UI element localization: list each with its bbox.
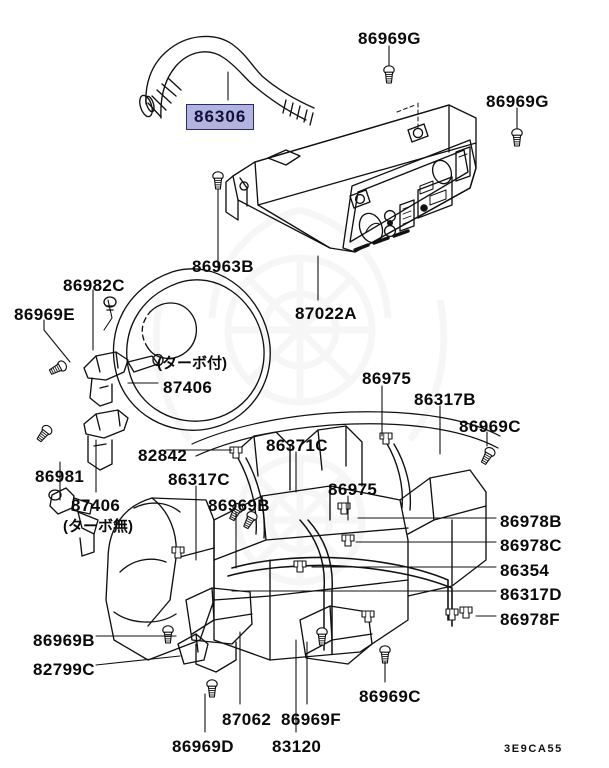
- part-number-label[interactable]: 82799C: [33, 660, 95, 679]
- part-number-label[interactable]: 87406: [71, 496, 121, 515]
- part-number-label[interactable]: 83120: [272, 737, 322, 756]
- part-number-label[interactable]: 86969B: [208, 496, 270, 515]
- part-number-label[interactable]: 86317B: [414, 390, 476, 409]
- part-number-label[interactable]: (ターボ無): [63, 518, 133, 535]
- part-number-label[interactable]: 86975: [362, 369, 412, 388]
- part-number-label[interactable]: 86317D: [500, 585, 562, 604]
- part-number-label[interactable]: 86975: [328, 480, 378, 499]
- part-number-label[interactable]: 86969G: [358, 29, 421, 48]
- highlighted-part-number[interactable]: 86306: [186, 104, 255, 130]
- part-number-label[interactable]: 87022A: [295, 304, 357, 323]
- part-number-label[interactable]: 86969F: [281, 710, 342, 729]
- part-number-label[interactable]: 86969E: [14, 305, 76, 324]
- part-number-label[interactable]: 86969C: [359, 687, 421, 706]
- part-number-label[interactable]: 86969B: [33, 631, 95, 650]
- part-number-label[interactable]: 86963B: [192, 257, 254, 276]
- part-number-label[interactable]: 86969G: [486, 92, 549, 111]
- part-number-label[interactable]: 86317C: [168, 470, 230, 489]
- part-number-label[interactable]: 86354: [500, 561, 550, 580]
- part-number-label[interactable]: (ターボ付): [157, 355, 227, 372]
- part-number-label[interactable]: 87406: [163, 378, 213, 397]
- part-number-label[interactable]: 82842: [138, 446, 188, 465]
- part-number-label[interactable]: 86981: [35, 467, 85, 486]
- part-number-label[interactable]: 86978C: [500, 536, 562, 555]
- part-number-label[interactable]: 86982C: [63, 276, 125, 295]
- diagram-code: 3E9CA55: [504, 743, 563, 755]
- part-number-label[interactable]: 86978F: [500, 610, 561, 629]
- part-number-label[interactable]: 86978B: [500, 512, 562, 531]
- part-number-label[interactable]: 86371C: [266, 436, 328, 455]
- part-number-label[interactable]: 86969D: [172, 737, 234, 756]
- part-number-label[interactable]: 87062: [222, 710, 272, 729]
- part-number-label[interactable]: 86969C: [459, 417, 521, 436]
